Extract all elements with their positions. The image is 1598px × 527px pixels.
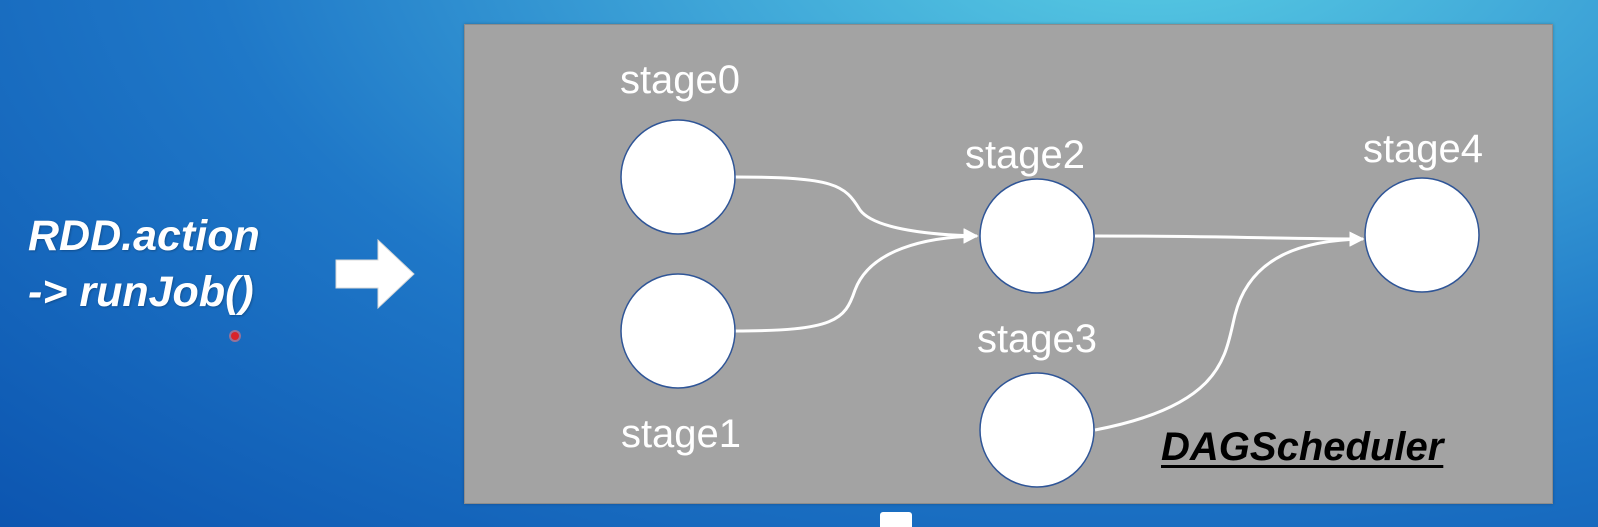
stage-node-stage2: stage2 bbox=[965, 133, 1095, 294]
stage3-label: stage3 bbox=[977, 317, 1097, 361]
dag-scheduler-panel: stage0 stage1 stage2 stage3 stage4 DAGSc… bbox=[464, 24, 1553, 504]
stage4-label: stage4 bbox=[1363, 127, 1483, 171]
caption-line-rdd-action: RDD.action bbox=[28, 212, 260, 260]
caption-line-runjob: -> runJob() bbox=[28, 268, 254, 316]
stage-dag-diagram: stage0 stage1 stage2 stage3 stage4 bbox=[620, 58, 1483, 488]
slide-bottom-tab bbox=[880, 512, 912, 527]
stage0-label: stage0 bbox=[620, 58, 740, 102]
right-arrow-icon bbox=[335, 238, 415, 310]
edge-stage0-stage2 bbox=[734, 175, 979, 244]
stage-node-stage3: stage3 bbox=[977, 317, 1097, 488]
stage-node-stage1: stage1 bbox=[620, 273, 741, 456]
edge-stage3-stage4 bbox=[1094, 231, 1365, 432]
action-caption: RDD.action -> runJob() bbox=[28, 208, 260, 320]
stage2-label: stage2 bbox=[965, 133, 1085, 177]
edge-stage2-stage4 bbox=[1094, 231, 1365, 247]
laser-pointer-dot bbox=[231, 332, 239, 340]
dag-scheduler-title: DAGScheduler bbox=[1161, 425, 1444, 469]
stage-node-stage0: stage0 bbox=[620, 58, 740, 235]
edge-stage1-stage2 bbox=[734, 228, 979, 333]
stage1-label: stage1 bbox=[621, 412, 741, 456]
stage-node-stage4: stage4 bbox=[1363, 127, 1483, 293]
